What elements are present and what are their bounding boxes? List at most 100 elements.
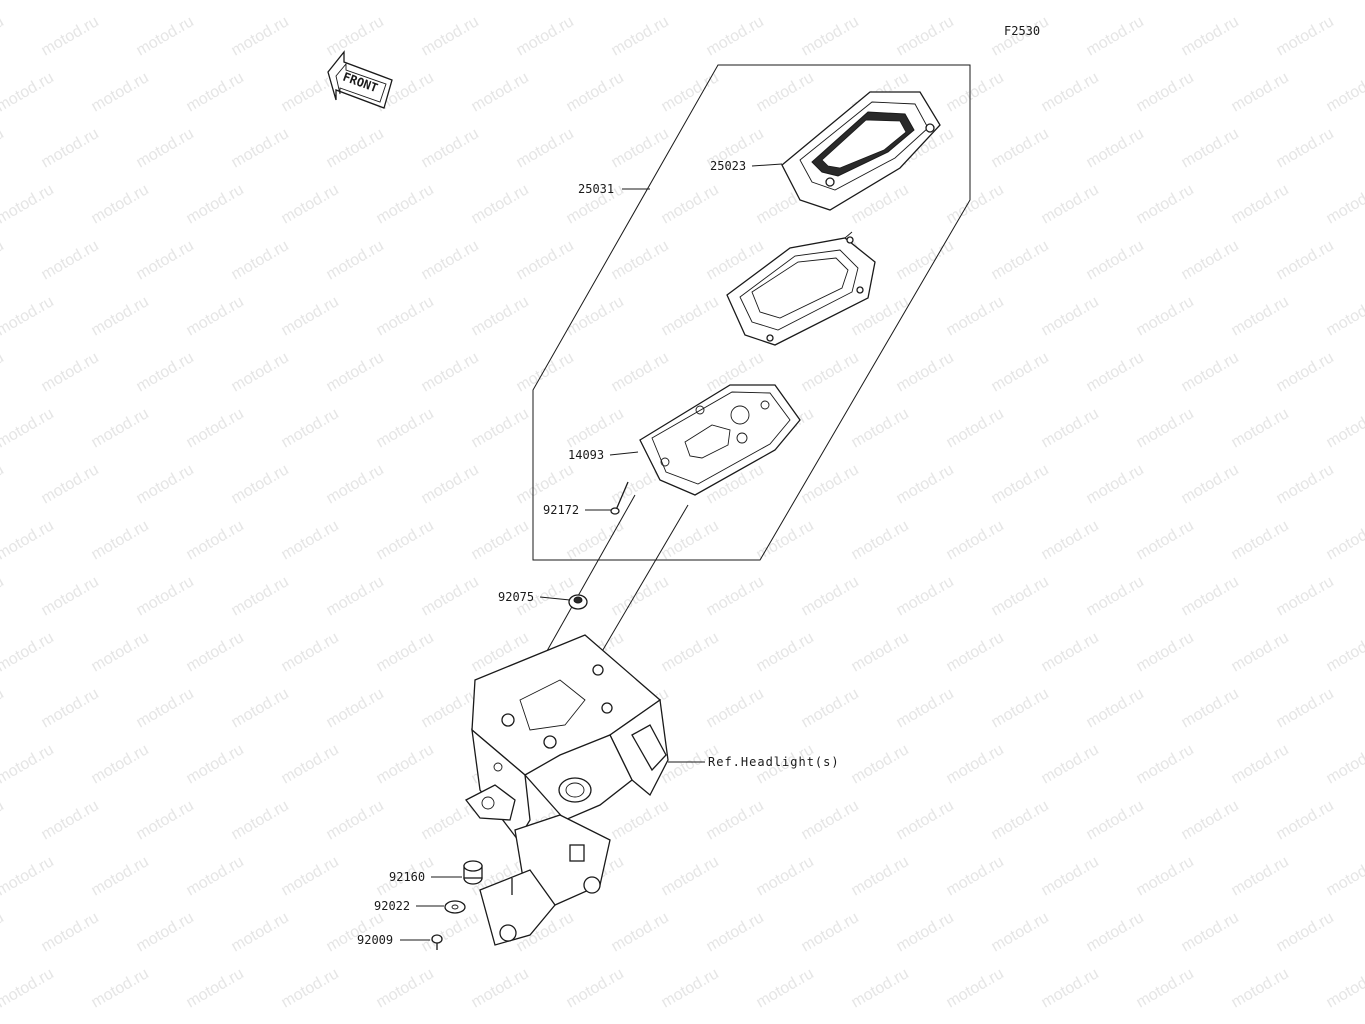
watermark-text: motod.ru [0, 349, 7, 395]
watermark-text: motod.ru [989, 237, 1052, 283]
watermark-text: motod.ru [609, 125, 672, 171]
meter-case-14093 [639, 384, 801, 496]
watermark-text: motod.ru [944, 69, 1007, 115]
watermark-text: motod.ru [39, 349, 102, 395]
watermark-text: motod.ru [989, 125, 1052, 171]
watermark-text: motod.ru [134, 461, 197, 507]
watermark-text: motod.ru [564, 0, 627, 3]
watermark-text: motod.ru [989, 797, 1052, 843]
watermark-text: motod.ru [1324, 69, 1365, 115]
watermark-text: motod.ru [374, 965, 437, 1011]
watermark-text: motod.ru [1324, 853, 1365, 899]
watermark-text: motod.ru [1274, 349, 1337, 395]
watermark-text: motod.ru [1324, 741, 1365, 787]
watermark-text: motod.ru [279, 629, 342, 675]
watermark-text: motod.ru [894, 13, 957, 59]
watermark-text: motod.ru [1134, 69, 1197, 115]
watermark-text: motod.ru [849, 517, 912, 563]
watermark-text: motod.ru [989, 573, 1052, 619]
watermark-text: motod.ru [1179, 237, 1242, 283]
watermark-text: motod.ru [989, 349, 1052, 395]
grommet-92075 [568, 594, 588, 610]
watermark-text: motod.ru [89, 741, 152, 787]
watermark-text: motod.ru [89, 517, 152, 563]
watermark-text: motod.ru [1039, 69, 1102, 115]
watermark-text: motod.ru [1324, 0, 1365, 3]
watermark-text: motod.ru [134, 237, 197, 283]
watermark-text: motod.ru [609, 237, 672, 283]
watermark-text: motod.ru [989, 685, 1052, 731]
watermark-text: motod.ru [514, 13, 577, 59]
watermark-text: motod.ru [1229, 181, 1292, 227]
watermark-text: motod.ru [134, 13, 197, 59]
watermark-text: motod.ru [894, 909, 957, 955]
watermark-text: motod.ru [324, 461, 387, 507]
watermark-text: motod.ru [0, 125, 7, 171]
watermark-text: motod.ru [229, 685, 292, 731]
watermark-text: motod.ru [0, 797, 7, 843]
watermark-text: motod.ru [754, 517, 817, 563]
watermark-text: motod.ru [1179, 685, 1242, 731]
watermark-text: motod.ru [229, 237, 292, 283]
watermark-text: motod.ru [1084, 461, 1147, 507]
watermark-text: motod.ru [419, 349, 482, 395]
watermark-text: motod.ru [659, 293, 722, 339]
watermark-text: motod.ru [229, 797, 292, 843]
watermark-text: motod.ru [1039, 629, 1102, 675]
watermark-text: motod.ru [1179, 349, 1242, 395]
watermark-text: motod.ru [564, 965, 627, 1011]
watermark-text: motod.ru [704, 797, 767, 843]
watermark-text: motod.ru [324, 685, 387, 731]
watermark-text: motod.ru [1179, 573, 1242, 619]
watermark-text: motod.ru [1324, 181, 1365, 227]
watermark-text: motod.ru [1229, 0, 1292, 3]
watermark-text: motod.ru [89, 69, 152, 115]
watermark-text: motod.ru [0, 853, 57, 899]
watermark-text: motod.ru [799, 461, 862, 507]
callout-92160: 92160 [389, 870, 425, 884]
watermark-text: motod.ru [184, 965, 247, 1011]
watermark-text: motod.ru [514, 237, 577, 283]
watermark-text: motod.ru [1084, 13, 1147, 59]
watermark-text: motod.ru [0, 181, 57, 227]
watermark-text: motod.ru [279, 181, 342, 227]
watermark-text: motod.ru [1084, 237, 1147, 283]
watermark-text: motod.ru [1134, 293, 1197, 339]
watermark-text: motod.ru [374, 517, 437, 563]
watermark-text: motod.ru [39, 797, 102, 843]
watermark-text: motod.ru [324, 237, 387, 283]
watermark-text: motod.ru [704, 13, 767, 59]
watermark-text: motod.ru [944, 629, 1007, 675]
watermark-text: motod.ru [469, 517, 532, 563]
watermark-text: motod.ru [894, 685, 957, 731]
watermark-text: motod.ru [1134, 405, 1197, 451]
watermark-text: motod.ru [1039, 405, 1102, 451]
watermark-text: motod.ru [324, 13, 387, 59]
watermark-text: motod.ru [1039, 853, 1102, 899]
watermark-text: motod.ru [564, 293, 627, 339]
watermark-text: motod.ru [514, 349, 577, 395]
watermark-text: motod.ru [944, 405, 1007, 451]
watermark-text: motod.ru [1039, 293, 1102, 339]
callout-92075: 92075 [498, 590, 534, 604]
watermark-text: motod.ru [1229, 741, 1292, 787]
watermark-text: motod.ru [1324, 517, 1365, 563]
watermark-text: motod.ru [989, 909, 1052, 955]
watermark-text: motod.ru [1084, 125, 1147, 171]
watermark-text: motod.ru [1039, 965, 1102, 1011]
watermark-text: motod.ru [184, 293, 247, 339]
watermark-text: motod.ru [184, 853, 247, 899]
watermark-text: motod.ru [659, 853, 722, 899]
watermark-text: motod.ru [1039, 181, 1102, 227]
watermark-text: motod.ru [1134, 965, 1197, 1011]
watermark-text: motod.ru [279, 741, 342, 787]
watermark-text: motod.ru [279, 0, 342, 3]
watermark-text: motod.ru [279, 293, 342, 339]
watermark-text: motod.ru [659, 0, 722, 3]
watermark-text: motod.ru [1229, 853, 1292, 899]
watermark-text: motod.ru [39, 461, 102, 507]
watermark-text: motod.ru [229, 125, 292, 171]
watermark-text: motod.ru [1229, 69, 1292, 115]
watermark-text: motod.ru [754, 965, 817, 1011]
